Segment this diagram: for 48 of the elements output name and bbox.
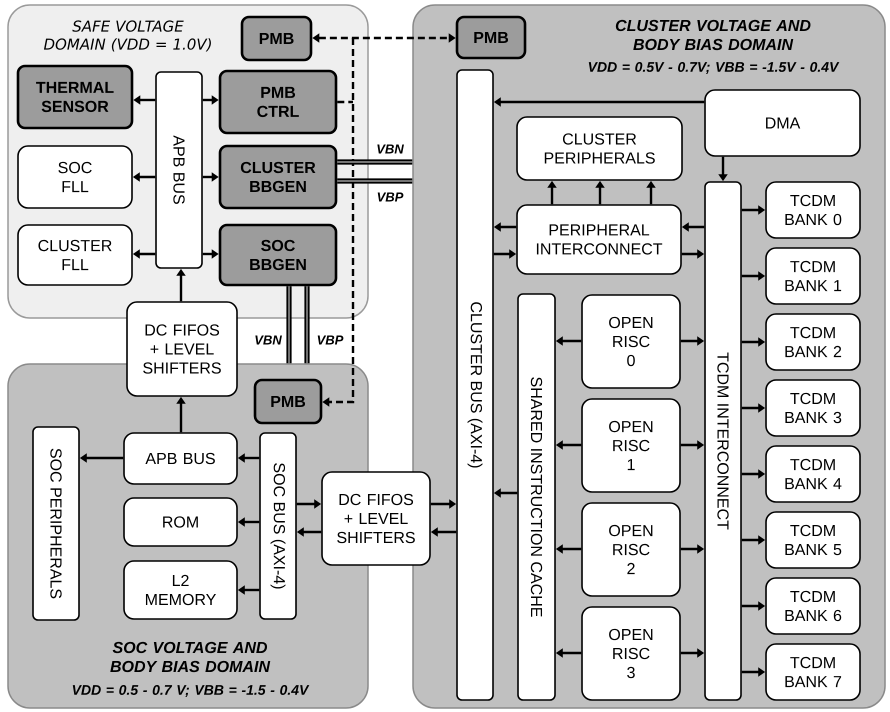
edge-label: VBN — [253, 334, 283, 346]
block-box: OPEN RISC 3 — [581, 606, 681, 701]
block-box: SOC FLL — [17, 145, 133, 209]
block-box: OPEN RISC 2 — [581, 502, 681, 597]
block-box: CLUSTER PERIPHERALS — [516, 116, 683, 181]
block-box: OPEN RISC 1 — [581, 398, 681, 493]
block-box: DC FIFOS + LEVEL SHIFTERS — [321, 471, 431, 566]
edge-label: VBN — [375, 144, 405, 154]
block-box: DMA — [704, 89, 861, 157]
connector — [286, 286, 292, 364]
bus-bar: SHARED INSTRUCTION CACHE — [517, 293, 556, 701]
block-box: TCDM BANK 6 — [765, 577, 861, 635]
block-box: PMB — [254, 378, 322, 424]
block-box: APB BUS — [123, 432, 238, 485]
connector — [337, 178, 412, 184]
block-box: SOC BBGEN — [218, 224, 338, 286]
block-box: TCDM BANK 2 — [765, 313, 861, 371]
block-box: DC FIFOS + LEVEL SHIFTERS — [126, 301, 238, 397]
block-box: L2 MEMORY — [123, 560, 238, 620]
voltage-note: VDD = 0.5V - 0.7V; VBB = -1.5V - 0.4V — [588, 62, 840, 74]
block-box: TCDM BANK 4 — [765, 445, 861, 503]
block-box: CLUSTER BBGEN — [218, 144, 338, 210]
bus-bar: SOC BUS (AXI-4) — [259, 432, 297, 620]
block-box: THERMAL SENSOR — [16, 64, 134, 130]
block-box: TCDM BANK 7 — [765, 643, 861, 701]
connector — [304, 286, 310, 364]
block-box: TCDM BANK 3 — [765, 379, 861, 437]
block-box: PMB — [240, 16, 312, 62]
block-box: TCDM BANK 0 — [765, 181, 861, 239]
edge-label: VBP — [376, 192, 404, 202]
block-box: ROM — [123, 497, 238, 547]
block-box: PMB — [456, 16, 526, 60]
bus-bar: SOC PERIPHERALS — [32, 426, 80, 621]
bus-bar: APB BUS — [155, 71, 203, 269]
voltage-note: VDD = 0.5 - 0.7 V; VBB = -1.5 - 0.4V — [72, 685, 310, 697]
block-box: PERIPHERAL INTERCONNECT — [516, 204, 682, 275]
block-box: CLUSTER FLL — [17, 224, 133, 286]
block-box: TCDM BANK 1 — [765, 247, 861, 305]
bus-bar: CLUSTER BUS (AXI-4) — [456, 69, 494, 701]
bus-bar: TCDM INTERCONNECT — [704, 181, 742, 701]
block-box: OPEN RISC 0 — [581, 294, 681, 389]
connector — [337, 159, 412, 165]
domain-heading: SOC VOLTAGE AND BODY BIAS DOMAIN — [110, 642, 270, 672]
block-box: TCDM BANK 5 — [765, 511, 861, 569]
edge-label: VBP — [316, 334, 344, 346]
domain-heading: CLUSTER VOLTAGE AND BODY BIAS DOMAIN — [616, 20, 810, 50]
domain-heading: SAFE VOLTAGE DOMAIN (VDD = 1.0V) — [44, 20, 211, 52]
block-box: PMB CTRL — [218, 70, 338, 134]
